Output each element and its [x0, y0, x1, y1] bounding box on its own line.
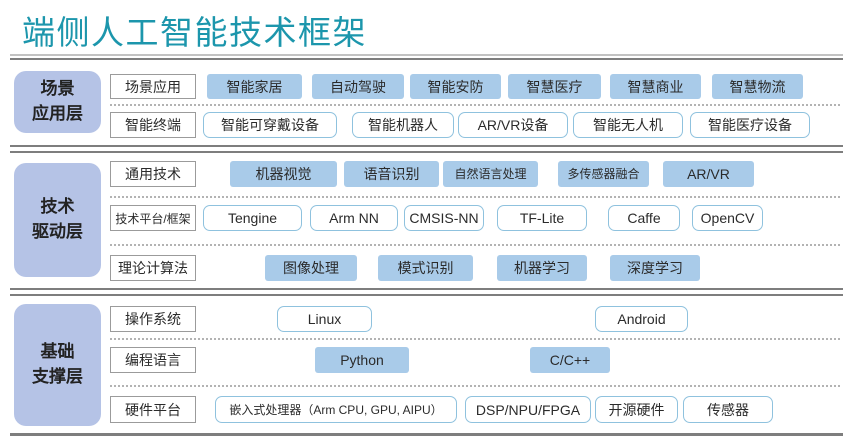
item-box: 深度学习 — [610, 255, 700, 281]
layer-band-3 — [10, 294, 843, 436]
layer-label: 基础支撑层 — [14, 304, 101, 426]
row-category-label: 通用技术 — [110, 161, 196, 187]
item-box: OpenCV — [692, 205, 763, 231]
row-divider — [110, 104, 840, 106]
row-category-label: 理论计算法 — [110, 255, 196, 281]
row-divider — [110, 385, 840, 387]
item-box: 嵌入式处理器（Arm CPU, GPU, AIPU） — [215, 396, 457, 423]
row-category-label: 编程语言 — [110, 347, 196, 373]
item-box: 机器视觉 — [230, 161, 337, 187]
layer-label-line: 驱动层 — [32, 222, 83, 241]
row-category-label: 智能终端 — [110, 112, 196, 138]
item-box: AR/VR设备 — [458, 112, 568, 138]
item-box: DSP/NPU/FPGA — [465, 396, 591, 423]
item-box: 智慧医疗 — [508, 74, 601, 99]
layer-label-line: 技术 — [40, 197, 75, 217]
item-box: 智能安防 — [410, 74, 501, 99]
item-box: C/C++ — [530, 347, 610, 373]
row-category-label: 技术平台/框架 — [110, 205, 196, 231]
page-title: 端侧人工智能技术框架 — [22, 13, 367, 52]
item-box: 智能家居 — [207, 74, 302, 99]
title-underline — [10, 54, 843, 56]
layer-label: 场景应用层 — [14, 71, 101, 133]
row-divider — [110, 338, 840, 340]
item-box: 智能无人机 — [573, 112, 683, 138]
item-box: AR/VR — [663, 161, 754, 187]
item-box: 智慧商业 — [610, 74, 701, 99]
item-box: 机器学习 — [497, 255, 587, 281]
layer-label-line: 基础 — [40, 342, 75, 362]
layer-band-2 — [10, 151, 843, 290]
item-box: 开源硬件 — [595, 396, 678, 423]
layer-label-line: 应用层 — [32, 104, 83, 123]
item-box: CMSIS-NN — [404, 205, 484, 231]
row-category-label: 操作系统 — [110, 306, 196, 332]
item-box: 多传感器融合 — [558, 161, 649, 187]
item-box: Linux — [277, 306, 372, 332]
item-box: Python — [315, 347, 409, 373]
item-box: 模式识别 — [378, 255, 473, 281]
row-divider — [110, 196, 840, 198]
layer-label-line: 支撑层 — [32, 367, 83, 386]
item-box: Tengine — [203, 205, 302, 231]
item-box: 传感器 — [683, 396, 773, 423]
row-divider — [110, 244, 840, 246]
item-box: Arm NN — [310, 205, 398, 231]
layer-band-1 — [10, 58, 843, 147]
row-category-label: 场景应用 — [110, 74, 196, 99]
item-box: 智能可穿戴设备 — [203, 112, 337, 138]
layer-label-line: 场景 — [40, 79, 75, 99]
item-box: 智能医疗设备 — [690, 112, 810, 138]
item-box: 智慧物流 — [712, 74, 803, 99]
item-box: TF-Lite — [497, 205, 587, 231]
item-box: Android — [595, 306, 688, 332]
layer-label: 技术驱动层 — [14, 163, 101, 277]
row-category-label: 硬件平台 — [110, 396, 196, 423]
item-box: 图像处理 — [265, 255, 357, 281]
item-box: Caffe — [608, 205, 680, 231]
item-box: 自动驾驶 — [312, 74, 404, 99]
item-box: 语音识别 — [344, 161, 439, 187]
item-box: 自然语言处理 — [443, 161, 538, 187]
item-box: 智能机器人 — [352, 112, 454, 138]
